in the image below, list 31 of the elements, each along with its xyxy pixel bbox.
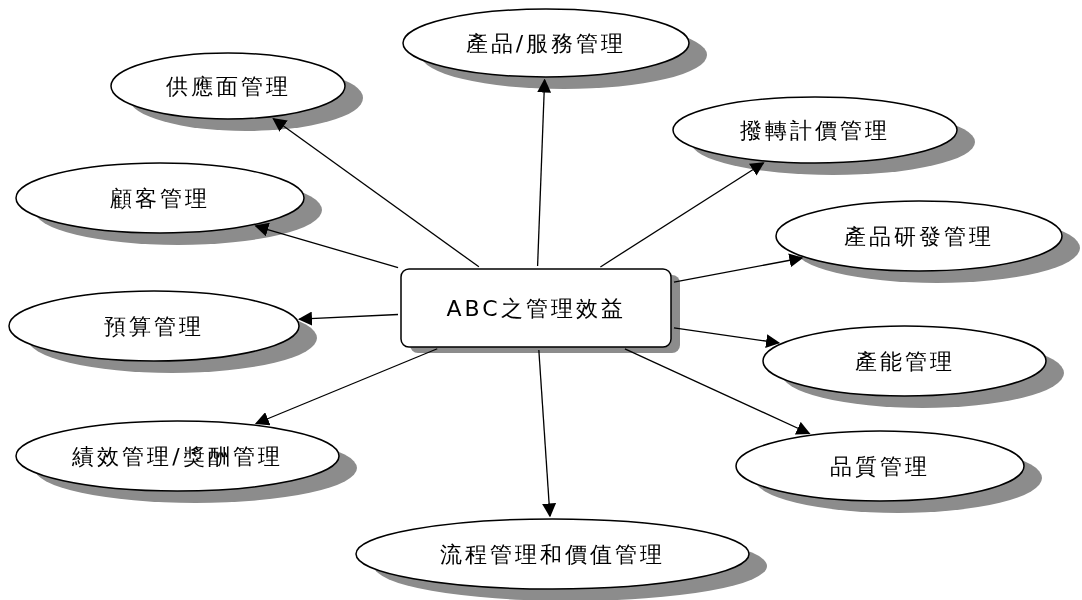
node-label: 預算管理: [104, 312, 204, 341]
ellipse-node: [735, 430, 1045, 516]
arrow: [254, 222, 399, 269]
ellipse-node: [15, 420, 360, 506]
arrow: [272, 117, 480, 268]
node-label: 產能管理: [854, 347, 955, 376]
node-label: 流程管理和價值管理: [440, 540, 665, 569]
ellipse-node: [15, 162, 325, 248]
ellipse-node: [775, 200, 1082, 286]
arrow: [254, 348, 438, 426]
ellipse-node: [110, 52, 366, 134]
node-label: 供應面管理: [165, 72, 291, 101]
arrow: [624, 348, 811, 435]
ellipse-node: [672, 96, 978, 178]
arrow: [673, 327, 781, 349]
ellipse-node: [762, 325, 1067, 411]
ellipse-node: [8, 290, 320, 376]
arrow: [298, 311, 399, 326]
node-label: 產品/服務管理: [465, 29, 627, 58]
node-label: 績效管理/獎酬管理: [72, 442, 283, 471]
node-label: 品質管理: [830, 452, 930, 481]
ellipse-node: [402, 8, 710, 92]
arrow: [538, 349, 557, 518]
node-label: ABC之管理效益: [446, 294, 626, 323]
node-label: 顧客管理: [110, 184, 210, 213]
ellipse-node: [355, 518, 770, 600]
arrow: [599, 162, 765, 268]
arrow: [673, 253, 804, 283]
node-label: 產品研發管理: [844, 222, 994, 251]
node-label: 撥轉計價管理: [740, 116, 890, 145]
arrow: [536, 78, 552, 267]
